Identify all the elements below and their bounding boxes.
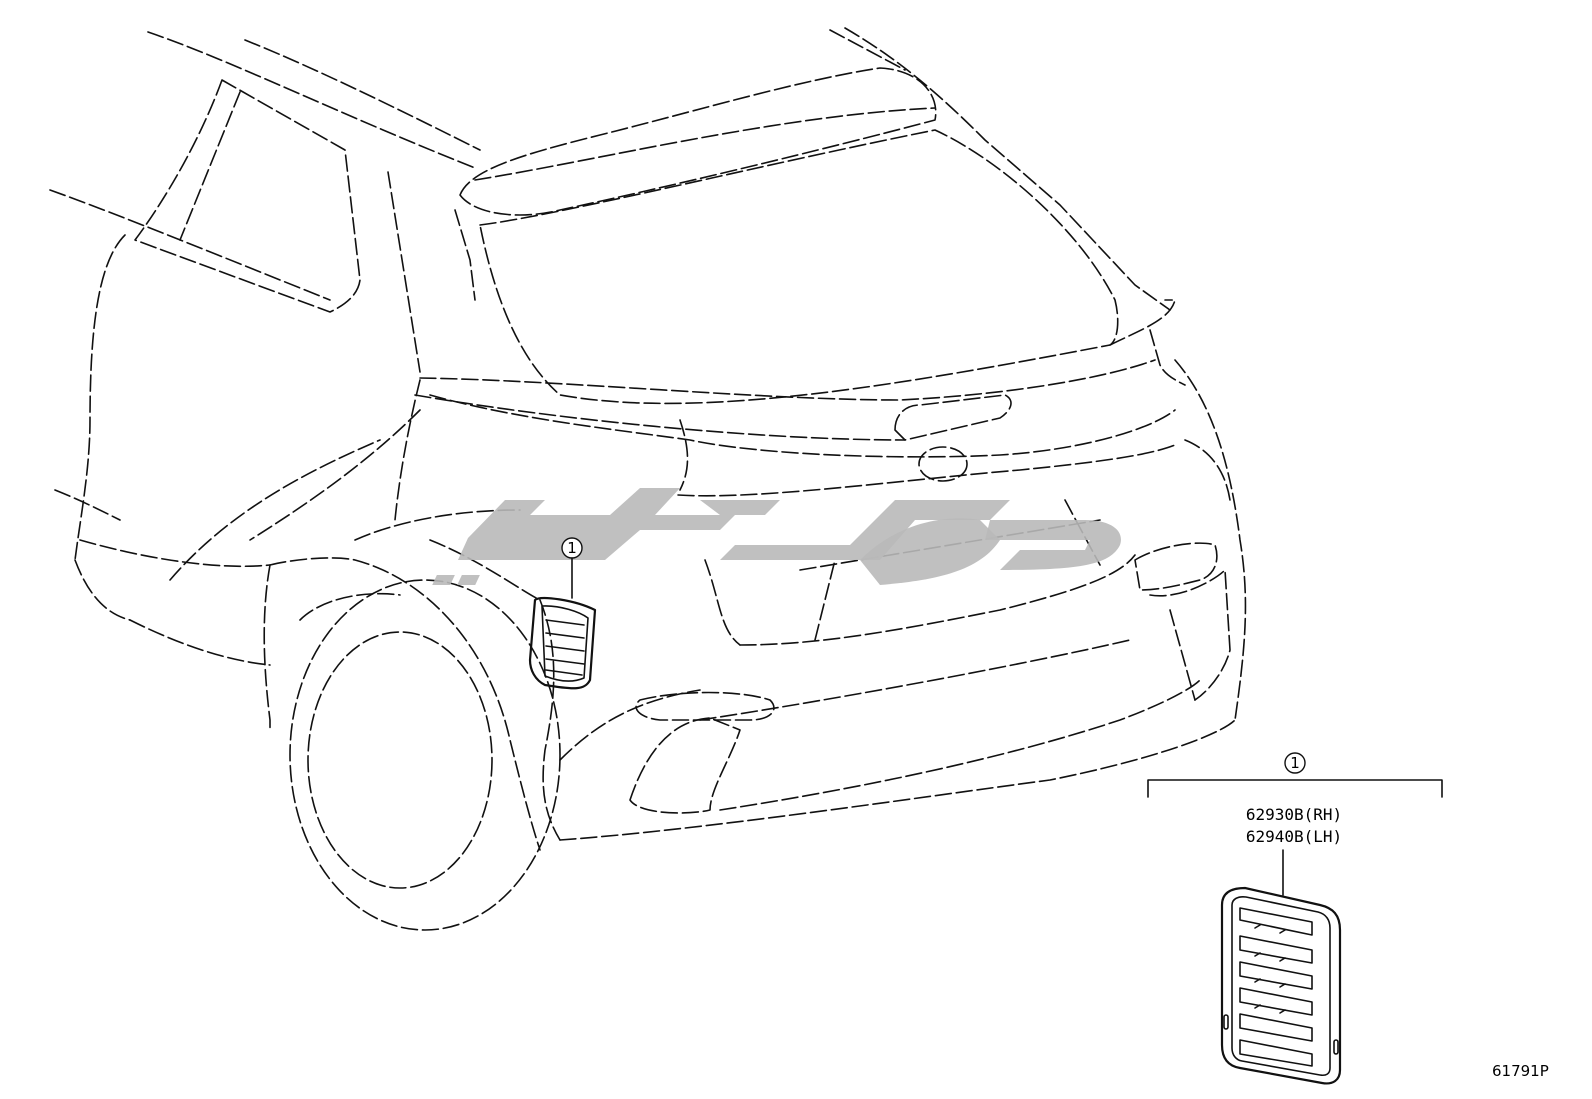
brand-watermark-icon	[432, 488, 1121, 585]
legend-group: 1 62930B(RH) 62940B(LH)	[1147, 752, 1443, 896]
diagram-code: 61791P	[1492, 1062, 1549, 1080]
legend-callout-label: 1	[1290, 754, 1300, 772]
part-number-lh: 62940B(LH)	[1246, 827, 1342, 846]
rear-bumper-duct-vent-icon	[1220, 886, 1342, 1085]
vehicle-vent-icon	[528, 596, 597, 690]
vehicle-outline	[49, 27, 1247, 931]
part-number-rh: 62930B(RH)	[1246, 805, 1342, 824]
vehicle-callout: 1	[561, 537, 583, 599]
vehicle-callout-label: 1	[567, 539, 577, 557]
